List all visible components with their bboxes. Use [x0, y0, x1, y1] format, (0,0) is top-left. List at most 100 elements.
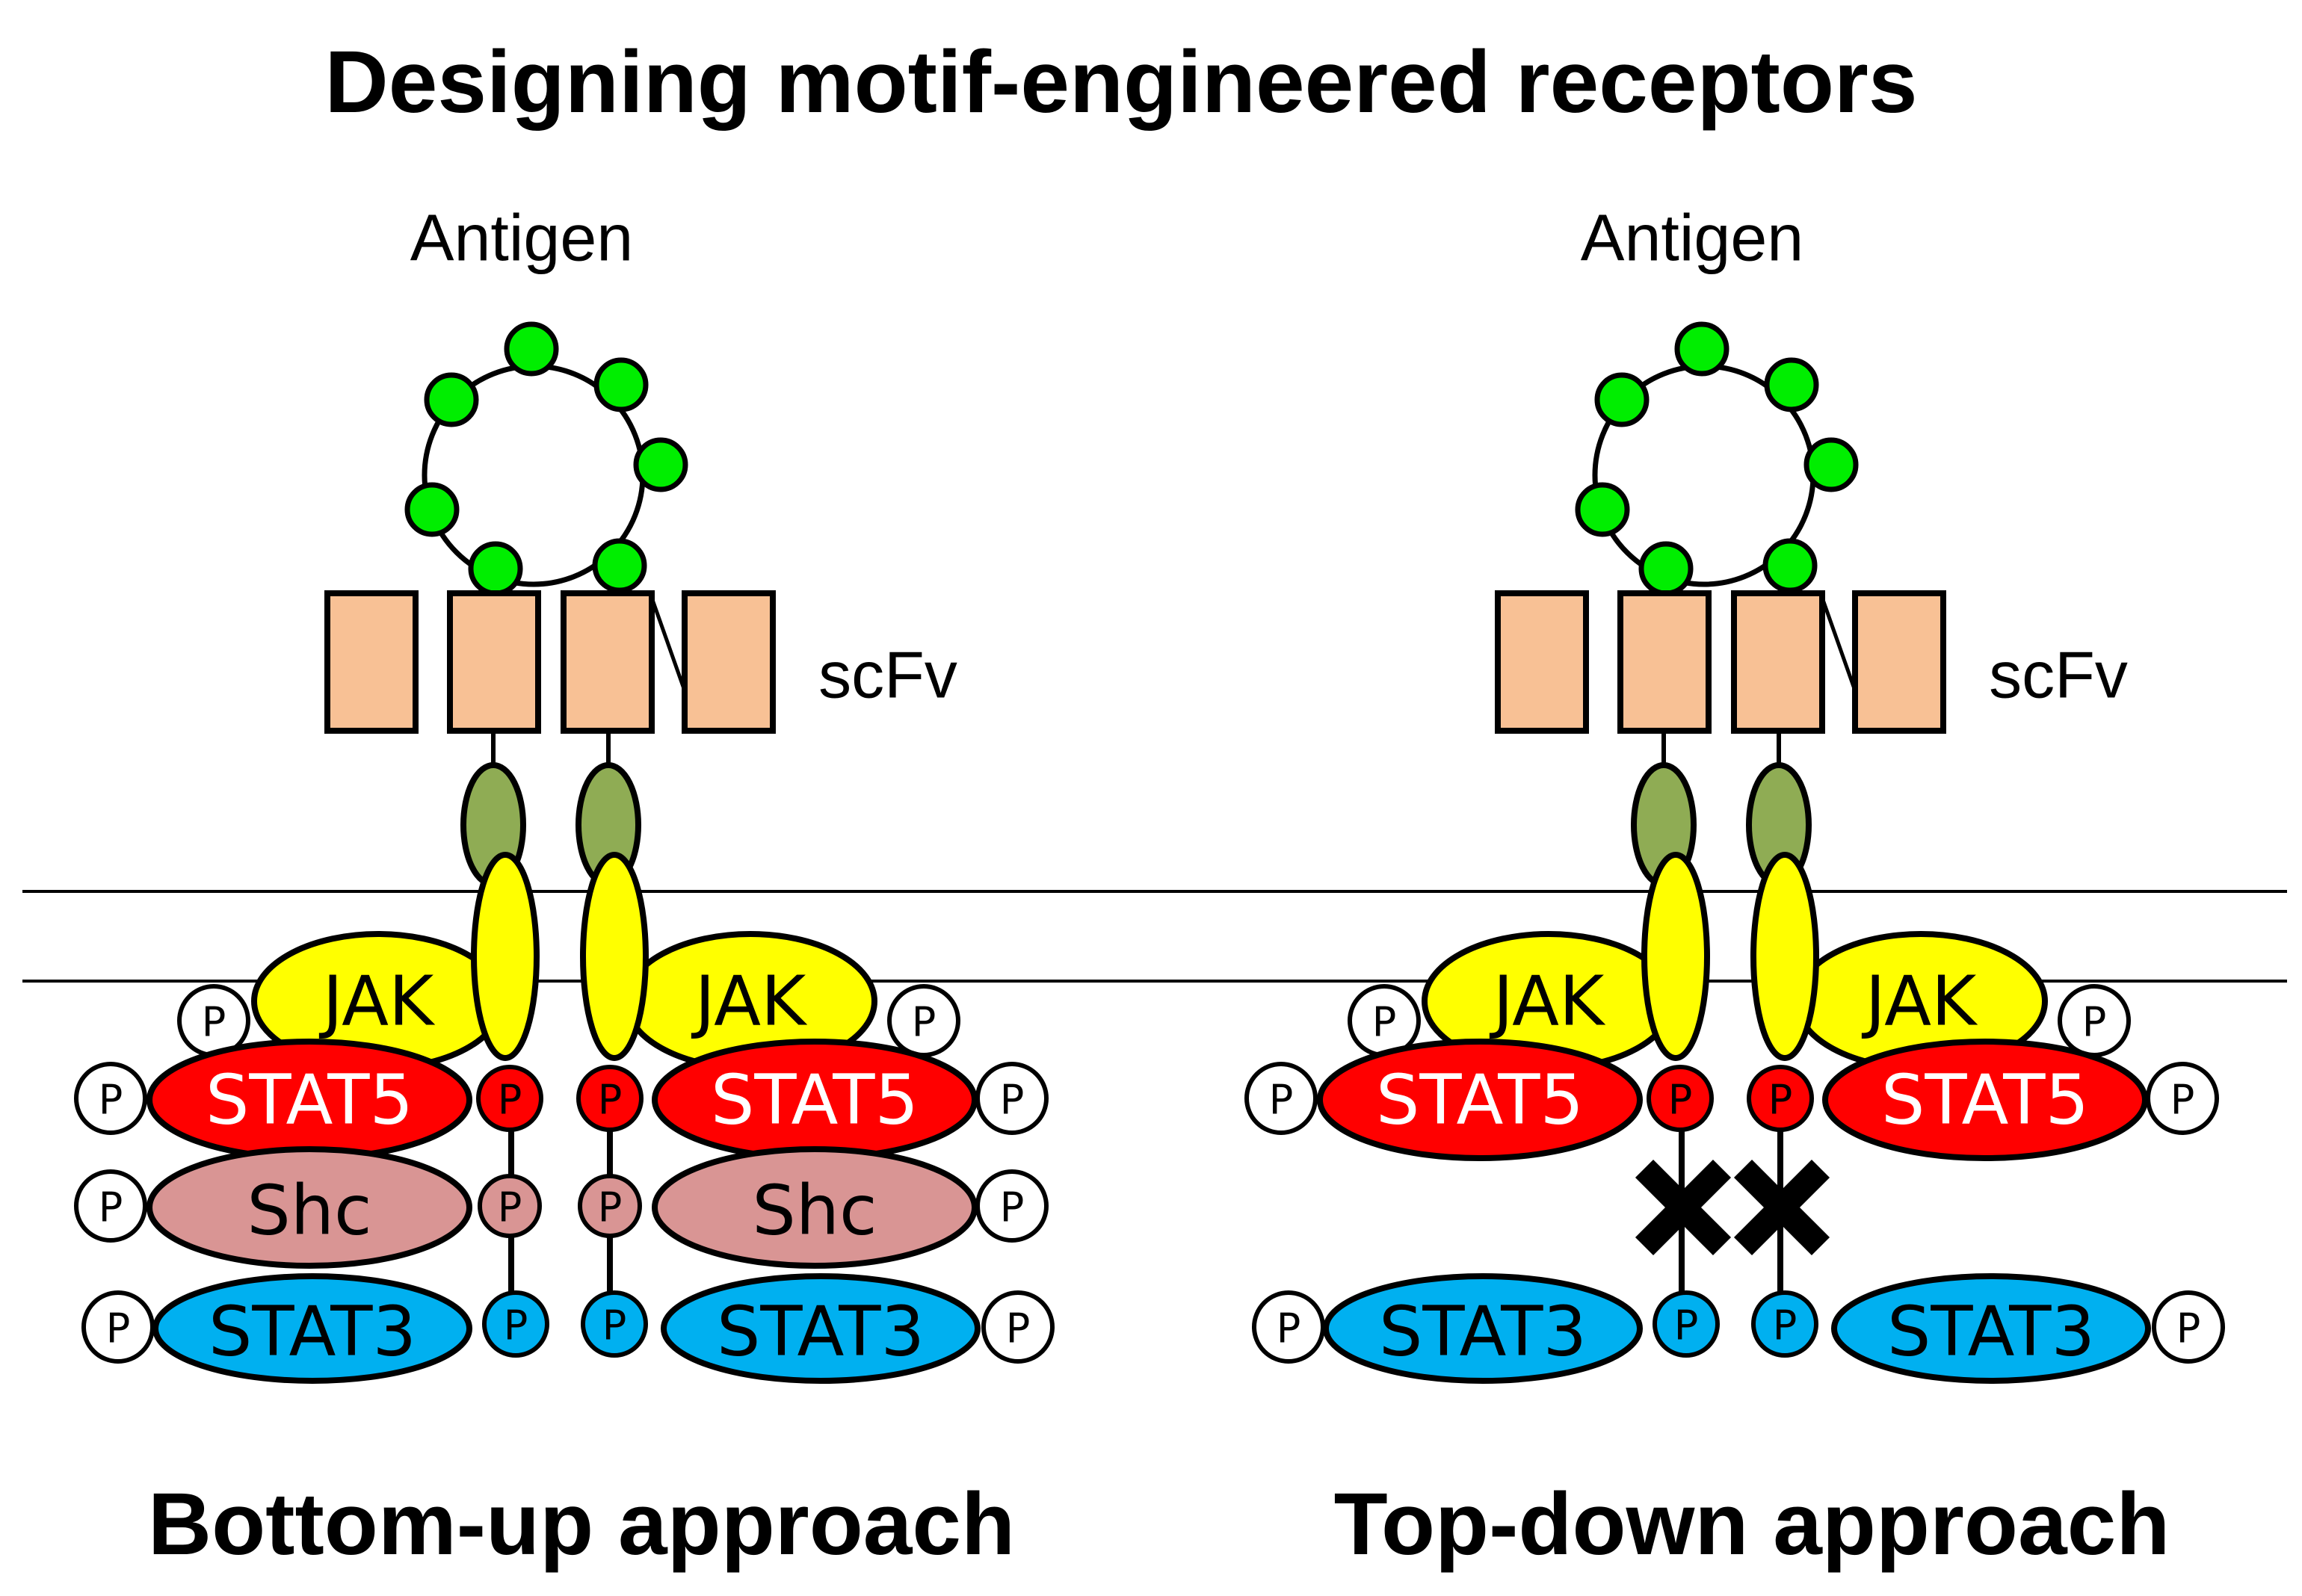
- panel-caption: Top-down approach: [1334, 1475, 2170, 1574]
- stat3-right: [661, 1273, 981, 1384]
- scfv-linker: [649, 597, 688, 696]
- phospho-circle: [476, 1065, 543, 1132]
- phospho-circle: [478, 1174, 542, 1238]
- antigen-epitope-bead: [504, 321, 559, 377]
- stat3-docking-site-left: P: [482, 1290, 549, 1358]
- stat3-phospho-outer-left: P: [1252, 1290, 1325, 1364]
- phospho-circle: [975, 1169, 1049, 1243]
- phospho-circle: [578, 1174, 642, 1238]
- stat5-left: [1317, 1039, 1643, 1161]
- phospho-circle: [2152, 1290, 2225, 1364]
- phospho-circle: [576, 1065, 644, 1132]
- stat5-docking-site-left: P: [476, 1065, 543, 1132]
- antigen-epitope-bead: [1575, 482, 1630, 537]
- shc-phospho-outer-left: P: [74, 1169, 147, 1243]
- scfv-label: scFv: [1989, 638, 2128, 712]
- antigen: [404, 321, 688, 596]
- phospho-circle: [975, 1062, 1049, 1135]
- antigen-epitope-bead: [1638, 541, 1694, 596]
- stat5-phospho-outer-left: P: [1244, 1062, 1318, 1135]
- antigen-epitope-bead: [1674, 321, 1729, 377]
- phospho-circle: [1751, 1290, 1818, 1358]
- stat3-docking-site-right: P: [1751, 1290, 1818, 1358]
- scfv-domain: [682, 590, 776, 734]
- stat3-left-label: STAT3: [209, 1292, 416, 1372]
- phospho-label: P: [498, 1184, 522, 1231]
- transmembrane-domain: [1750, 852, 1819, 1061]
- panel-caption: Bottom-up approach: [148, 1475, 1015, 1574]
- phospho-label: P: [602, 1302, 627, 1349]
- shc-left: [146, 1146, 472, 1269]
- jak-right-label: JAK: [1862, 962, 1978, 1042]
- phospho-label: P: [1000, 1184, 1025, 1231]
- antigen-epitope-bead: [592, 538, 647, 593]
- jak-phospho-right: P: [2058, 984, 2131, 1057]
- jak-left-label: JAK: [319, 962, 436, 1042]
- stat5-right-label: STAT5: [1881, 1060, 2089, 1140]
- phospho-circle: [981, 1290, 1055, 1364]
- stat5-docking-site-right: P: [576, 1065, 644, 1132]
- antigen-epitope-bead: [424, 372, 479, 427]
- phospho-label: P: [1277, 1305, 1301, 1352]
- jak-right-label: JAK: [691, 962, 808, 1042]
- phospho-label: P: [106, 1305, 131, 1352]
- antigen-epitope-bead: [404, 482, 460, 537]
- scfv-linker: [1820, 597, 1859, 696]
- phospho-label: P: [498, 1077, 522, 1124]
- scfv-domain: [324, 590, 419, 734]
- transmembrane-domain: [1641, 852, 1710, 1061]
- phospho-label: P: [99, 1184, 123, 1231]
- phospho-circle: [581, 1290, 648, 1358]
- stat3-right-label: STAT3: [717, 1292, 925, 1372]
- shc-right: [652, 1146, 978, 1269]
- stat5-phospho-outer-right: P: [2146, 1062, 2219, 1135]
- phospho-circle: [1747, 1065, 1814, 1132]
- scfv: [1495, 590, 1946, 734]
- phospho-label: P: [2170, 1077, 2195, 1124]
- stat3-docking-site-left: P: [1653, 1290, 1720, 1358]
- transmembrane-domain: [580, 852, 649, 1061]
- scfv-domain: [1852, 590, 1946, 734]
- phospho-circle: [74, 1169, 147, 1243]
- stat3-right: [1831, 1273, 2151, 1384]
- antigen-epitope-bead: [1803, 437, 1859, 492]
- cross-stroke: [1635, 1159, 1732, 1256]
- shc-right-label: Shc: [752, 1171, 877, 1251]
- phospho-circle: [74, 1062, 147, 1135]
- antigen-epitope-bead: [1594, 372, 1650, 427]
- phospho-label: P: [2176, 1305, 2201, 1352]
- mutated-site-cross-icon: [1733, 1159, 1830, 1256]
- stat3-phospho-outer-left: P: [81, 1290, 155, 1364]
- phospho-circle: [2146, 1062, 2219, 1135]
- stat5-docking-site-right: P: [1747, 1065, 1814, 1132]
- phospho-label: P: [1768, 1077, 1793, 1124]
- phospho-label: P: [1773, 1302, 1798, 1349]
- stat3-left: [1323, 1273, 1643, 1384]
- stat5-right-label: STAT5: [711, 1060, 919, 1140]
- scfv: [324, 590, 776, 734]
- transmembrane-domain: [471, 852, 540, 1061]
- stat5-left-label: STAT5: [1376, 1060, 1584, 1140]
- antigen: [1575, 321, 1859, 596]
- phospho-circle: [1647, 1065, 1714, 1132]
- stat3-right-label: STAT3: [1887, 1292, 2095, 1372]
- stat5-phospho-outer-right: P: [975, 1062, 1049, 1135]
- scfv-domain: [1617, 590, 1712, 734]
- phospho-label: P: [1269, 1077, 1294, 1124]
- antigen-label: Antigen: [410, 201, 633, 275]
- stat5-phospho-outer-left: P: [74, 1062, 147, 1135]
- phospho-circle: [1244, 1062, 1318, 1135]
- antigen-epitope-bead: [1764, 357, 1819, 412]
- antigen-epitope-bead: [593, 357, 649, 412]
- phospho-label: P: [912, 999, 936, 1046]
- phospho-label: P: [1006, 1305, 1031, 1352]
- cross-stroke: [1733, 1159, 1830, 1256]
- stat3-left-label: STAT3: [1379, 1292, 1587, 1372]
- scfv-domain: [1495, 590, 1589, 734]
- jak-phospho-right: P: [887, 984, 960, 1057]
- stat5-right: [1822, 1039, 2148, 1161]
